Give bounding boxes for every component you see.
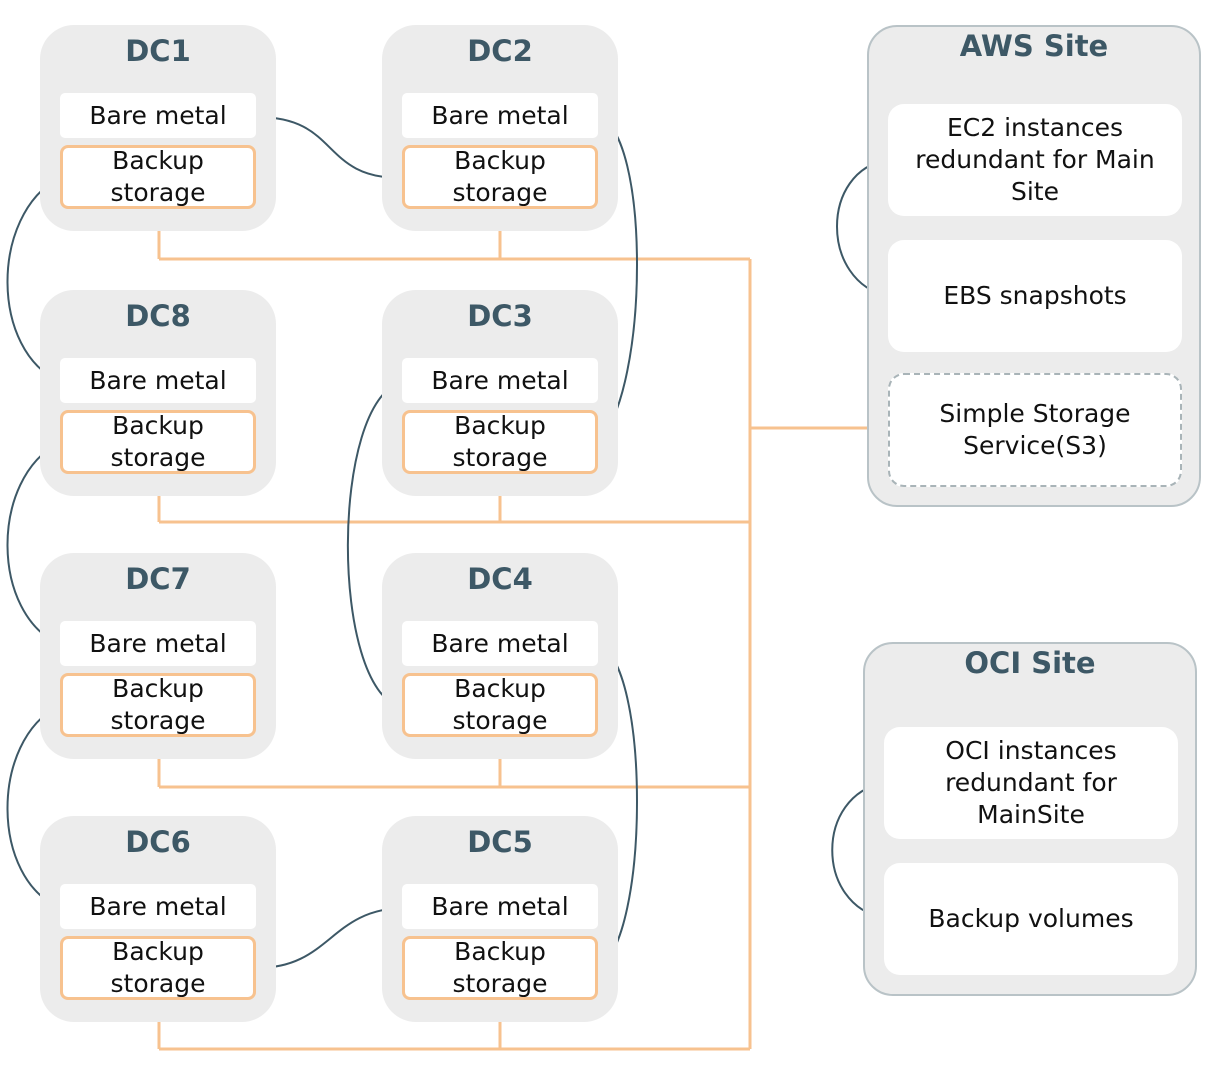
bare-metal-node: Bare metal xyxy=(402,93,598,138)
backup-volumes-node: Backup volumes xyxy=(884,863,1178,975)
arrow-dc5-to-dc6 xyxy=(255,907,403,973)
backup-storage-node: Backup storage xyxy=(60,673,256,737)
arrow-oci-to-volumes xyxy=(831,782,886,922)
bare-metal-node: Bare metal xyxy=(60,621,256,666)
datacenter-title: DC5 xyxy=(467,825,533,859)
arrow-ec2-to-ebs xyxy=(836,159,890,300)
bare-metal-node: Bare metal xyxy=(402,884,598,929)
backup-connector-network xyxy=(157,209,888,1051)
bare-metal-node: Bare metal xyxy=(402,621,598,666)
backup-storage-label: Backup storage xyxy=(452,411,548,472)
backup-volumes-label: Backup volumes xyxy=(928,904,1134,933)
arrow-dc3-to-dc4 xyxy=(346,381,403,710)
datacenter-dc8: DC8 Bare metal Backup storage xyxy=(40,290,276,496)
aws-site-title: AWS Site xyxy=(959,29,1109,63)
datacenter-title: DC1 xyxy=(125,34,191,68)
datacenter-title: DC7 xyxy=(125,562,191,596)
datacenter-title: DC3 xyxy=(467,299,533,333)
aws-site-panel: AWS Site EC2 instances redundant for Mai… xyxy=(867,25,1201,507)
backup-storage-node: Backup storage xyxy=(60,410,256,474)
backup-storage-node: Backup storage xyxy=(60,936,256,1000)
backup-storage-label: Backup storage xyxy=(110,411,206,472)
backup-storage-label: Backup storage xyxy=(452,937,548,998)
backup-storage-label: Backup storage xyxy=(452,674,548,735)
bare-metal-node: Bare metal xyxy=(60,884,256,929)
backup-storage-label: Backup storage xyxy=(110,674,206,735)
arrow-dc7-to-dc8 xyxy=(6,442,62,646)
backup-storage-node: Backup storage xyxy=(60,145,256,209)
datacenter-title: DC6 xyxy=(125,825,191,859)
bare-metal-node: Bare metal xyxy=(60,93,256,138)
replication-arrows xyxy=(6,116,890,973)
arrow-dc8-to-dc1 xyxy=(6,177,62,383)
ec2-instances-node: EC2 instances redundant for Main Site xyxy=(888,104,1182,216)
datacenter-dc1: DC1 Bare metal Backup storage xyxy=(40,25,276,231)
s3-storage-label: Simple Storage Service(S3) xyxy=(939,399,1131,460)
ebs-snapshots-label: EBS snapshots xyxy=(943,281,1127,310)
ec2-instances-label: EC2 instances redundant for Main Site xyxy=(915,113,1155,206)
bare-metal-node: Bare metal xyxy=(60,358,256,403)
datacenter-title: DC2 xyxy=(467,34,533,68)
backup-storage-label: Backup storage xyxy=(110,937,206,998)
arrow-dc6-to-dc7 xyxy=(6,705,62,909)
arrow-dc1-to-dc2 xyxy=(256,116,403,183)
datacenter-dc2: DC2 Bare metal Backup storage xyxy=(382,25,618,231)
datacenter-dc3: DC3 Bare metal Backup storage xyxy=(382,290,618,496)
bare-metal-node: Bare metal xyxy=(402,358,598,403)
oci-site-panel: OCI Site OCI instances redundant for Mai… xyxy=(863,642,1197,996)
datacenter-dc4: DC4 Bare metal Backup storage xyxy=(382,553,618,759)
backup-storage-node: Backup storage xyxy=(402,673,598,737)
oci-instances-node: OCI instances redundant for MainSite xyxy=(884,727,1178,839)
backup-storage-node: Backup storage xyxy=(402,936,598,1000)
ebs-snapshots-node: EBS snapshots xyxy=(888,240,1182,352)
backup-storage-label: Backup storage xyxy=(452,146,548,207)
datacenter-dc6: DC6 Bare metal Backup storage xyxy=(40,816,276,1022)
datacenter-dc7: DC7 Bare metal Backup storage xyxy=(40,553,276,759)
s3-storage-node: Simple Storage Service(S3) xyxy=(888,373,1182,487)
oci-instances-label: OCI instances redundant for MainSite xyxy=(945,736,1117,829)
backup-storage-label: Backup storage xyxy=(110,146,206,207)
datacenter-title: DC4 xyxy=(467,562,533,596)
datacenter-dc5: DC5 Bare metal Backup storage xyxy=(382,816,618,1022)
backup-storage-node: Backup storage xyxy=(402,410,598,474)
backup-storage-node: Backup storage xyxy=(402,145,598,209)
datacenter-title: DC8 xyxy=(125,299,191,333)
oci-site-title: OCI Site xyxy=(964,646,1096,680)
